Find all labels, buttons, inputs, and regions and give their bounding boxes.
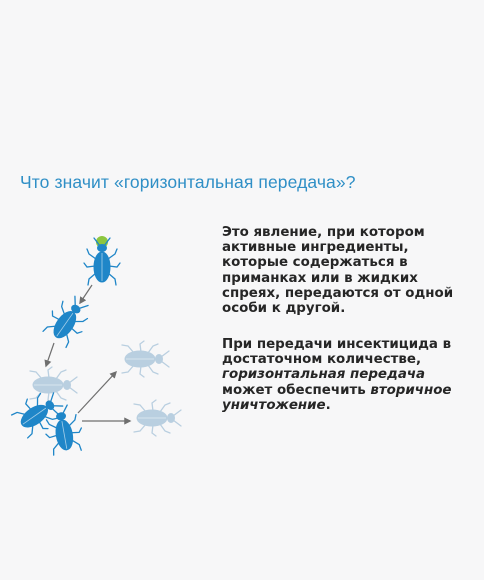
cockroach-icon: [39, 289, 97, 351]
cockroach-icon: [83, 237, 121, 286]
cockroach-icon: [40, 402, 86, 457]
transfer-diagram: [8, 236, 182, 457]
italic-term: горизонтальная передача: [222, 367, 426, 383]
text-line: активные ингредиенты,: [222, 240, 409, 256]
cockroach-icon: [133, 399, 182, 437]
text-line: особи к другой.: [222, 301, 346, 317]
text-line: может обеспечить вторичное: [222, 383, 472, 398]
text-line: Это явление, при котором: [222, 225, 425, 240]
text-line: уничтожение.: [222, 398, 472, 413]
text-line: горизонтальная передача: [222, 367, 472, 382]
cockroach-icon: [29, 366, 78, 404]
arrow: [77, 370, 117, 414]
italic-term: вторичное: [370, 382, 452, 398]
text-line: достаточном количестве,: [222, 352, 422, 368]
arrow: [44, 342, 55, 368]
cockroach-icon: [121, 340, 170, 378]
arrow: [79, 284, 93, 305]
italic-term: уничтожение: [222, 397, 326, 413]
text-line: спреях, передаются от одной: [222, 285, 454, 301]
text-fragment: .: [325, 397, 331, 413]
page-title: Что значит «горизонтальная передача»?: [20, 172, 356, 192]
definition-paragraph: Это явление, при котором активные ингред…: [222, 225, 472, 316]
text-line: При передачи инсектицида в: [222, 337, 452, 352]
text-line: приманках или в жидких: [222, 270, 418, 286]
text-line: которые содержаться в: [222, 255, 408, 271]
text-fragment: может обеспечить: [222, 382, 371, 398]
effect-paragraph: При передачи инсектицида в достаточном к…: [222, 337, 472, 413]
